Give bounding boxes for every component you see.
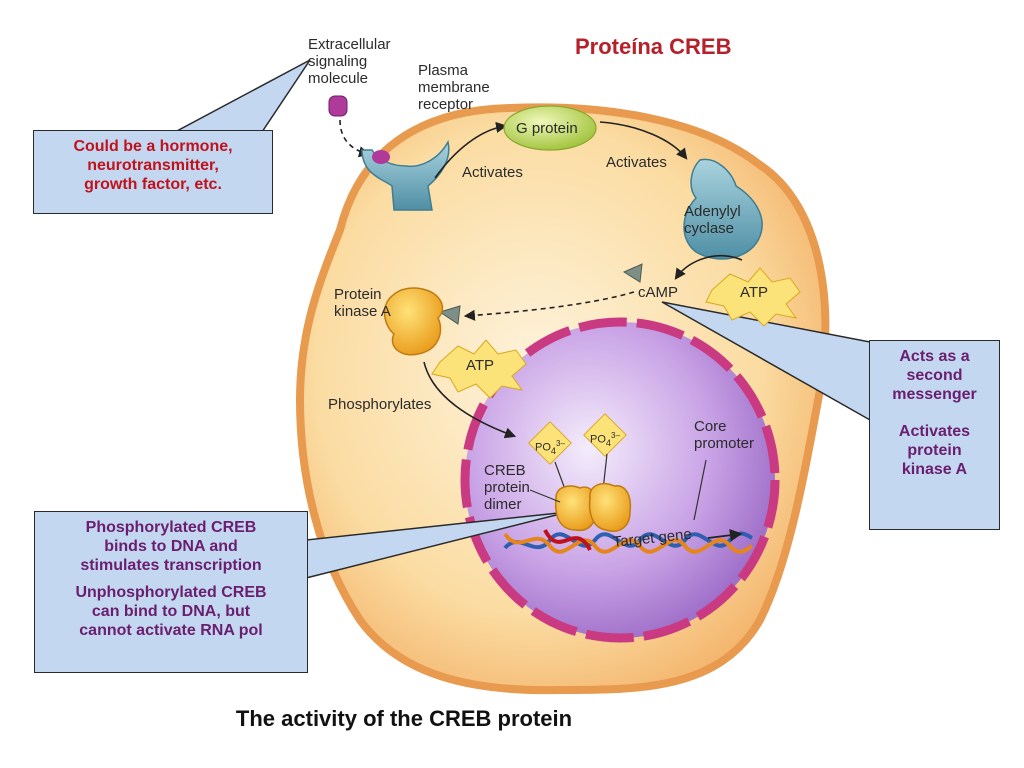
label-adenylyl-cyclase: Adenylyl cyclase <box>684 203 741 237</box>
dna-strand-orange <box>503 532 754 554</box>
label-atp-left: ATP <box>466 357 495 374</box>
po4-diamond-1 <box>528 421 572 465</box>
label-po4-1: PO43– <box>535 438 565 457</box>
callout-unphosphorylated-text: Unphosphorylated CREB can bind to DNA, b… <box>75 584 267 639</box>
diagram-title: Proteína CREB <box>575 34 732 59</box>
arrow-receptor-to-gprotein <box>434 121 508 179</box>
arrow-pka-to-creb <box>423 361 517 439</box>
label-protein-kinase-a: Protein kinase A <box>334 286 391 320</box>
atp-star-left <box>431 339 527 399</box>
po4-2-sub: 4 <box>605 437 611 448</box>
po4-1-sup: 3– <box>556 439 565 448</box>
po4-2-sup: 3– <box>611 431 620 440</box>
arrow-cyclase-to-camp <box>674 254 743 280</box>
nucleus <box>460 317 780 643</box>
po4-diamond-2 <box>583 413 627 457</box>
pka-shape <box>383 287 444 356</box>
label-camp: cAMP <box>638 284 679 301</box>
camp-shape <box>622 263 643 283</box>
hormone-callout-pointer <box>174 59 311 133</box>
label-creb-dimer: CREB protein dimer <box>484 462 530 513</box>
po4-1-text: PO <box>535 441 551 454</box>
label-phosphorylates: Phosphorylates <box>328 396 432 413</box>
label-g-protein: G protein <box>516 120 578 137</box>
callout-second-messenger: Acts as a second messenger Activates pro… <box>869 340 1000 530</box>
figure-caption: The activity of the CREB protein <box>235 706 573 731</box>
label-po4-2: PO43– <box>590 430 620 449</box>
camp-bound-shape <box>438 305 461 325</box>
target-gene-arrow <box>707 528 743 542</box>
label-core-promoter: Core promoter <box>694 418 755 452</box>
dashed-arrow-camp-to-pka <box>463 291 635 321</box>
po4-1-sub: 4 <box>550 445 556 456</box>
signal-molecule-shape <box>328 95 348 117</box>
receptor-shape <box>361 139 450 211</box>
bound-signal-molecule <box>372 150 390 164</box>
label-atp-right: ATP <box>740 284 769 301</box>
dna-strand-red <box>543 529 592 551</box>
creb-label-pointer <box>529 489 561 503</box>
callout-hormone: Could be a hormone, neurotransmitter, gr… <box>33 130 273 214</box>
label-activates-1: Activates <box>462 164 523 181</box>
po4-2-text: PO <box>590 433 606 446</box>
callout-phosphorylated-text: Phosphorylated CREB binds to DNA and sti… <box>80 519 262 574</box>
callout-activates-pka-text: Activates protein kinase A <box>898 423 971 478</box>
label-plasma-receptor: Plasma membrane receptor <box>418 62 490 113</box>
dashed-arrow-to-receptor <box>339 119 371 158</box>
core-promoter-pointer <box>693 459 707 521</box>
callout-second-messenger-text: Acts as a second messenger <box>892 348 977 403</box>
label-extracellular-molecule: Extracellular signaling molecule <box>308 36 391 87</box>
g-protein-shape <box>503 105 597 151</box>
callout-creb-binding: Phosphorylated CREB binds to DNA and sti… <box>34 511 308 673</box>
arrow-gprotein-to-cyclase <box>599 121 688 160</box>
creb-dimer-right <box>588 482 632 532</box>
atp-star-right <box>705 267 801 327</box>
label-activates-2: Activates <box>606 154 667 171</box>
